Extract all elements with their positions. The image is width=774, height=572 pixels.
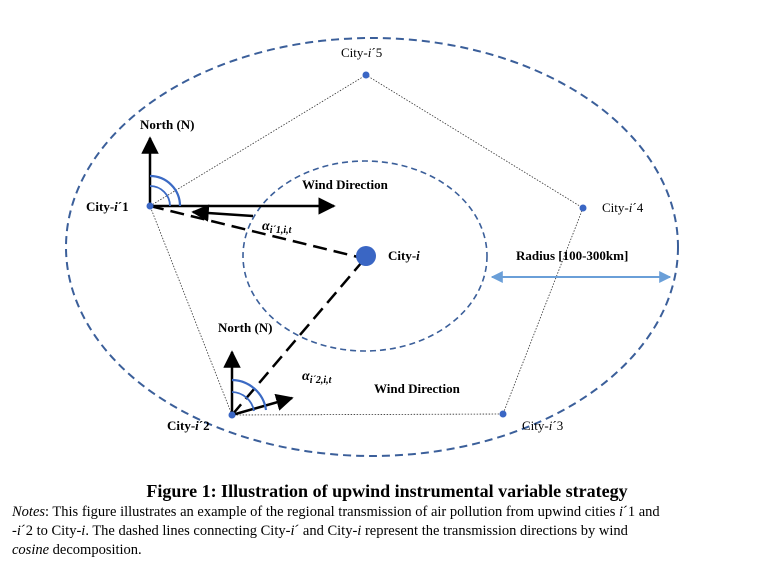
radius-label: Radius [100-300km] — [516, 248, 628, 263]
city-i-label: City-i — [388, 248, 420, 263]
outer-radius-circle — [65, 37, 679, 457]
notes-line-2: -iˊ2 to City-i. The dashed lines connect… — [12, 523, 628, 539]
city-2-dot — [228, 411, 236, 419]
city-3-label: City-iˊ3 — [522, 418, 563, 433]
city-3-dot — [499, 410, 507, 418]
transmission-line-1 — [149, 204, 359, 259]
angle-arc-2b — [231, 391, 255, 412]
wind-arrow-2 — [231, 393, 294, 417]
wind-direction-label-2: Wind Direction — [374, 381, 461, 396]
upwind-diagram: North (N) North (N) Wind Direction Wind … — [65, 37, 679, 457]
alpha-label-1: αiˊ1,i,t — [262, 219, 293, 236]
city-1-dot — [146, 202, 154, 210]
city-5-label: City-iˊ5 — [341, 45, 382, 60]
notes-line-3: cosine decomposition. — [12, 542, 142, 558]
component-arrow-1 — [191, 204, 254, 222]
city-4-dot — [579, 204, 587, 212]
city-4-label: City-iˊ4 — [602, 200, 644, 215]
angle-arc-1a — [149, 174, 182, 207]
figure-caption-title: Figure 1: Illustration of upwind instrum… — [146, 481, 628, 501]
city-2-label: City-iˊ2 — [167, 418, 210, 433]
notes-line-1: Notes: This figure illustrates an exampl… — [12, 504, 660, 520]
north-label-1: North (N) — [140, 117, 195, 132]
city-i-dot — [356, 246, 376, 266]
city-polygon — [149, 74, 584, 416]
alpha-label-2: αiˊ2,i,t — [302, 369, 333, 386]
angle-arc-1b — [149, 185, 171, 207]
figure-notes: Notes: This figure illustrates an exampl… — [12, 503, 764, 560]
north-label-2: North (N) — [218, 320, 273, 335]
city-1-label: City-iˊ1 — [86, 199, 129, 214]
wind-direction-label-1: Wind Direction — [302, 177, 389, 192]
city-5-dot — [362, 71, 370, 79]
angle-arc-2a — [231, 378, 268, 411]
transmission-line-2 — [231, 261, 363, 416]
inner-circle — [242, 160, 488, 352]
